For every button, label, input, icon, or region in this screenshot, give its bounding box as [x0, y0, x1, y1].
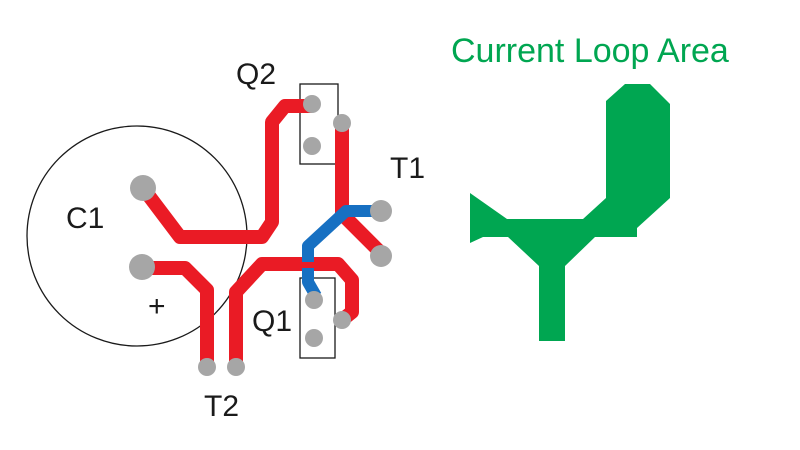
- pad-t2-left: [198, 358, 216, 376]
- pad-q2-right: [333, 114, 351, 132]
- pad-t2-right: [227, 358, 245, 376]
- pads: [129, 95, 392, 376]
- trace-q2-to-t1: [335, 124, 387, 259]
- label-q2: Q2: [236, 58, 276, 91]
- label-t2: T2: [204, 390, 239, 423]
- pad-c1-negative: [129, 254, 155, 280]
- trace-c1-to-q2: [137, 99, 312, 244]
- pad-t1-upper: [370, 200, 392, 222]
- current-loop-title: Current Loop Area: [451, 32, 729, 70]
- label-t1: T1: [390, 152, 425, 185]
- pad-q1-top: [305, 291, 323, 309]
- pad-q1-right: [333, 311, 351, 329]
- pad-t1-lower: [370, 245, 392, 267]
- pad-c1-positive: [130, 175, 156, 201]
- pad-q2-top: [303, 95, 321, 113]
- current-loop-area-shape: [470, 84, 670, 341]
- trace-t1-upper-to-q1: [302, 205, 380, 262]
- pad-q2-bottom: [303, 137, 321, 155]
- label-plus: +: [148, 290, 166, 323]
- trace-t2-to-q1: [229, 257, 359, 365]
- label-q1: Q1: [252, 305, 292, 338]
- trace-c1-to-t2: [142, 261, 214, 365]
- pad-q1-bottom: [305, 329, 323, 347]
- label-c1: C1: [66, 202, 104, 235]
